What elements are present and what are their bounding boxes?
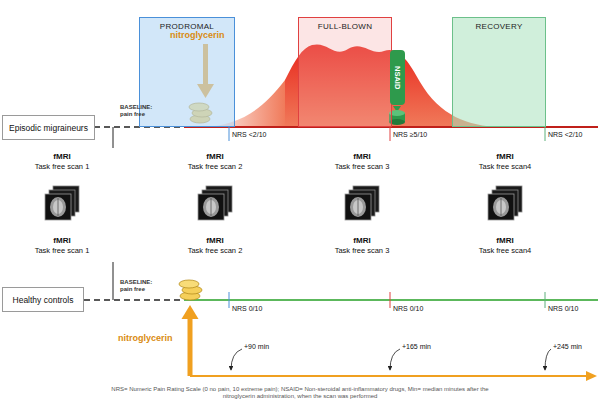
scan-tick <box>545 292 546 308</box>
node-label: Healthy controls <box>9 295 78 305</box>
minute-pointer <box>545 349 551 370</box>
scan-tick <box>229 127 230 141</box>
scan-name: Task free scan4 <box>460 162 550 171</box>
group-box: Episodic migraineurs <box>2 115 95 140</box>
pain-score: NRS <2/10 <box>232 131 266 138</box>
time-label: +90 min <box>244 343 269 350</box>
pain-score: NRS ≥5/10 <box>393 131 427 138</box>
scan-name: Task free scan 3 <box>317 162 407 171</box>
group-box: Healthy controls <box>2 287 84 312</box>
time-label: +165 min <box>402 343 431 350</box>
drug-label: nitroglycerin <box>118 333 173 343</box>
pain-score: NRS 0/10 <box>232 305 262 312</box>
minutes-axis <box>190 375 588 377</box>
node-label: Episodic migraineurs <box>5 123 92 133</box>
nitro-arrowhead <box>182 305 199 319</box>
scan-title: fMRI <box>460 236 550 245</box>
phase-box: RECOVERY <box>452 17 546 127</box>
scan-title: fMRI <box>170 152 260 161</box>
scan-name: Task free scan 2 <box>170 162 260 171</box>
brain-scan <box>345 186 379 220</box>
scan-name: Task free scan 1 <box>17 162 107 171</box>
nsaid-bar: NSAID <box>390 50 405 105</box>
minute-pointer <box>390 349 400 370</box>
scan-tick <box>390 127 391 141</box>
pill-stack <box>179 280 202 300</box>
scan-name: Task free scan4 <box>460 246 550 255</box>
baseline-label: BASELINE: pain free <box>120 104 166 118</box>
node-label: FULL-BLOWN <box>299 18 391 31</box>
brain-scan <box>198 186 232 220</box>
scan-name: Task free scan 2 <box>170 246 260 255</box>
scan-tick <box>229 292 230 308</box>
time-label: +245 min <box>553 343 582 350</box>
baseline-label: BASELINE: pain free <box>120 279 166 293</box>
pain-score: NRS 0/10 <box>548 305 578 312</box>
scan-title: fMRI <box>460 152 550 161</box>
node-label: NSAID <box>393 66 402 89</box>
scan-name: Task free scan 1 <box>17 246 107 255</box>
scan-title: fMRI <box>17 236 107 245</box>
scan-title: fMRI <box>170 236 260 245</box>
scan-name: Task free scan 3 <box>317 246 407 255</box>
minute-pointer <box>231 349 242 370</box>
phase-box: FULL-BLOWN <box>298 17 392 127</box>
minutes-arrowhead <box>586 371 597 381</box>
brain-scan <box>488 186 522 220</box>
node-label: RECOVERY <box>453 18 545 31</box>
scan-tick <box>545 127 546 141</box>
pain-score: NRS <2/10 <box>548 131 582 138</box>
scan-tick <box>113 262 114 300</box>
pain-score: NRS 0/10 <box>393 305 423 312</box>
control-timeline <box>184 299 598 301</box>
brain-scan <box>45 186 79 220</box>
scan-title: fMRI <box>317 236 407 245</box>
drug-label: nitroglycerin <box>170 30 225 40</box>
scan-title: fMRI <box>17 152 107 161</box>
scan-tick <box>113 127 114 148</box>
baseline-dashed <box>84 299 184 301</box>
scan-tick <box>390 292 391 308</box>
scan-title: fMRI <box>317 152 407 161</box>
nitro-arrow <box>188 318 193 376</box>
node-label: PRODROMAL <box>140 18 234 31</box>
caption: NRS= Numeric Pain Rating Scale (0 no pai… <box>110 386 490 400</box>
